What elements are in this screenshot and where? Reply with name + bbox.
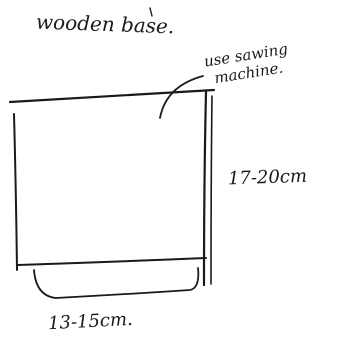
box-left-edge [13, 113, 18, 271]
box-right-edge [202, 90, 208, 287]
box-top-edge [8, 88, 216, 104]
box-right-edge-double [210, 95, 213, 285]
box-bottom-edge [17, 257, 207, 266]
title-accent-mark [149, 7, 153, 17]
title-label: wooden base. [35, 9, 175, 39]
height-dimension-label: 17-20cm [227, 165, 308, 190]
saw-cut-curve [159, 75, 204, 119]
width-dimension-bracket [33, 267, 200, 299]
width-dimension-label: 13-15cm. [47, 308, 134, 335]
